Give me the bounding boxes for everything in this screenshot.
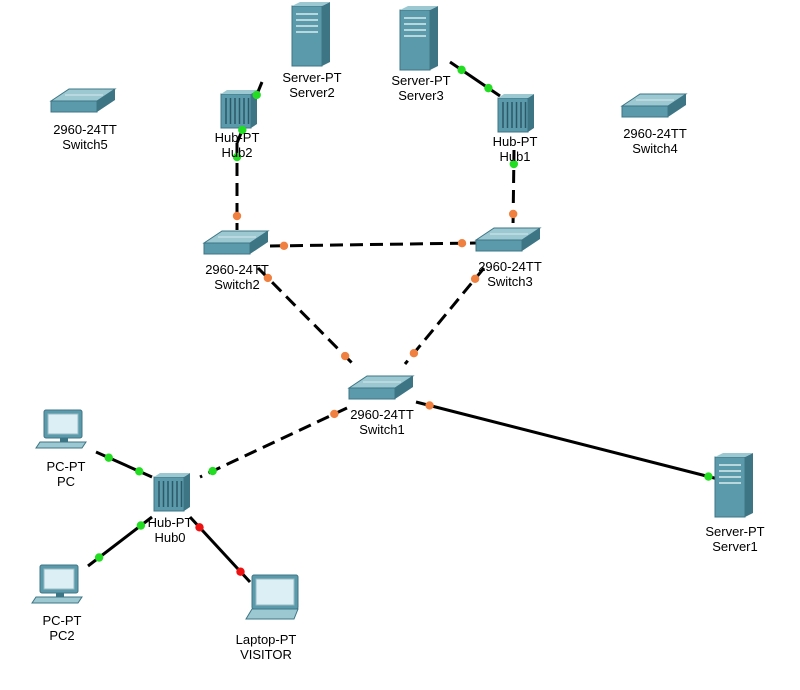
link-status-up [136,521,146,530]
device-model: 2960-24TT [623,126,687,141]
device-name: Switch1 [359,422,405,437]
link-status-up [208,466,217,476]
link-status-down [195,523,204,532]
device-model: Server-PT [282,70,342,85]
link-status-blocking [470,274,480,284]
device-model: Server-PT [391,73,451,88]
link-status-blocking [330,409,339,419]
label-server1: Server-PT Server1 [705,524,764,554]
link-status-blocking [340,351,350,361]
link-switch1-server1[interactable] [415,400,723,482]
link-status-blocking [425,401,434,410]
link-status-layer [94,65,713,576]
device-model: 2960-24TT [478,259,542,274]
label-pc: PC-PT PC [47,459,86,489]
link-switch2-switch1[interactable] [256,266,357,368]
link-status-blocking [263,273,273,283]
device-name: Switch4 [632,141,678,156]
link-pc-hub0[interactable] [95,450,153,479]
link-status-up [252,90,261,100]
label-hub1: Hub-PT Hub1 [493,134,538,164]
device-name: Hub0 [154,530,186,545]
device-name: PC2 [49,628,75,643]
link-status-up [104,453,113,462]
label-switch4: 2960-24TT Switch4 [623,126,687,156]
device-name: Hub2 [221,145,253,160]
laptop-laptop-icon[interactable] [245,574,299,620]
label-server2: Server-PT Server2 [282,70,341,100]
link-status-up [704,472,713,481]
label-server3: Server-PT Server3 [391,73,450,103]
hub1-hub-icon[interactable] [497,94,534,133]
link-status-blocking [409,348,419,358]
device-model: PC-PT [46,459,86,474]
link-status-blocking [508,209,518,219]
link-switch3-switch1[interactable] [403,267,486,365]
link-status-up [484,83,493,93]
link-status-up [94,553,104,562]
device-model: Hub-PT [492,134,538,149]
hub2-hub-icon[interactable] [220,90,257,129]
switch3-switch-icon[interactable] [474,227,542,252]
label-switch1: 2960-24TT Switch1 [350,407,414,437]
link-status-up [509,159,519,169]
label-hub0: Hub-PT Hub0 [148,515,193,545]
switch4-switch-icon[interactable] [620,93,688,118]
link-switch2-switch3[interactable] [269,241,477,248]
device-model: Server-PT [705,524,765,539]
device-model: 2960-24TT [53,122,117,137]
label-switch5: 2960-24TT Switch5 [53,122,117,152]
pc2-pc-icon[interactable] [31,564,83,604]
link-status-up [135,467,144,476]
device-model: PC-PT [42,613,82,628]
device-name: VISITOR [240,647,292,662]
device-name: Server2 [289,85,335,100]
device-name: Switch5 [62,137,108,152]
link-status-up [457,65,466,75]
switch5-switch-icon[interactable] [49,88,117,113]
pc-pc-icon[interactable] [35,409,87,449]
device-model: 2960-24TT [350,407,414,422]
link-status-blocking [457,239,467,248]
link-server3-hub1[interactable] [449,60,501,98]
device-name: Server1 [712,539,758,554]
link-status-up [238,125,247,135]
hub0-hub-icon[interactable] [153,473,190,512]
devices-layer [31,2,753,620]
link-status-up [232,152,242,162]
link-status-blocking [279,241,289,250]
server3-server-icon[interactable] [399,6,438,71]
switch2-switch-icon[interactable] [202,230,270,255]
label-pc2: PC-PT PC2 [43,613,82,643]
link-switch1-hub0[interactable] [199,406,348,479]
label-switch3: 2960-24TT Switch3 [478,259,542,289]
label-laptop: Laptop-PT VISITOR [236,632,297,662]
server1-server-icon[interactable] [714,453,753,518]
device-model: 2960-24TT [205,262,269,277]
link-status-down [236,567,245,576]
device-name: PC [56,474,76,489]
device-model: Hub-PT [147,515,193,530]
switch1-switch-icon[interactable] [347,375,415,400]
device-name: Server3 [398,88,444,103]
device-model: Laptop-PT [235,632,297,647]
label-switch2: 2960-24TT Switch2 [205,262,269,292]
device-name: Switch2 [214,277,260,292]
device-name: Hub1 [499,149,531,164]
device-name: Switch3 [487,274,533,289]
link-status-blocking [232,211,242,221]
device-model: Hub-PT [214,130,260,145]
server2-server-icon[interactable] [291,2,330,67]
label-hub2: Hub-PT Hub2 [215,130,260,160]
